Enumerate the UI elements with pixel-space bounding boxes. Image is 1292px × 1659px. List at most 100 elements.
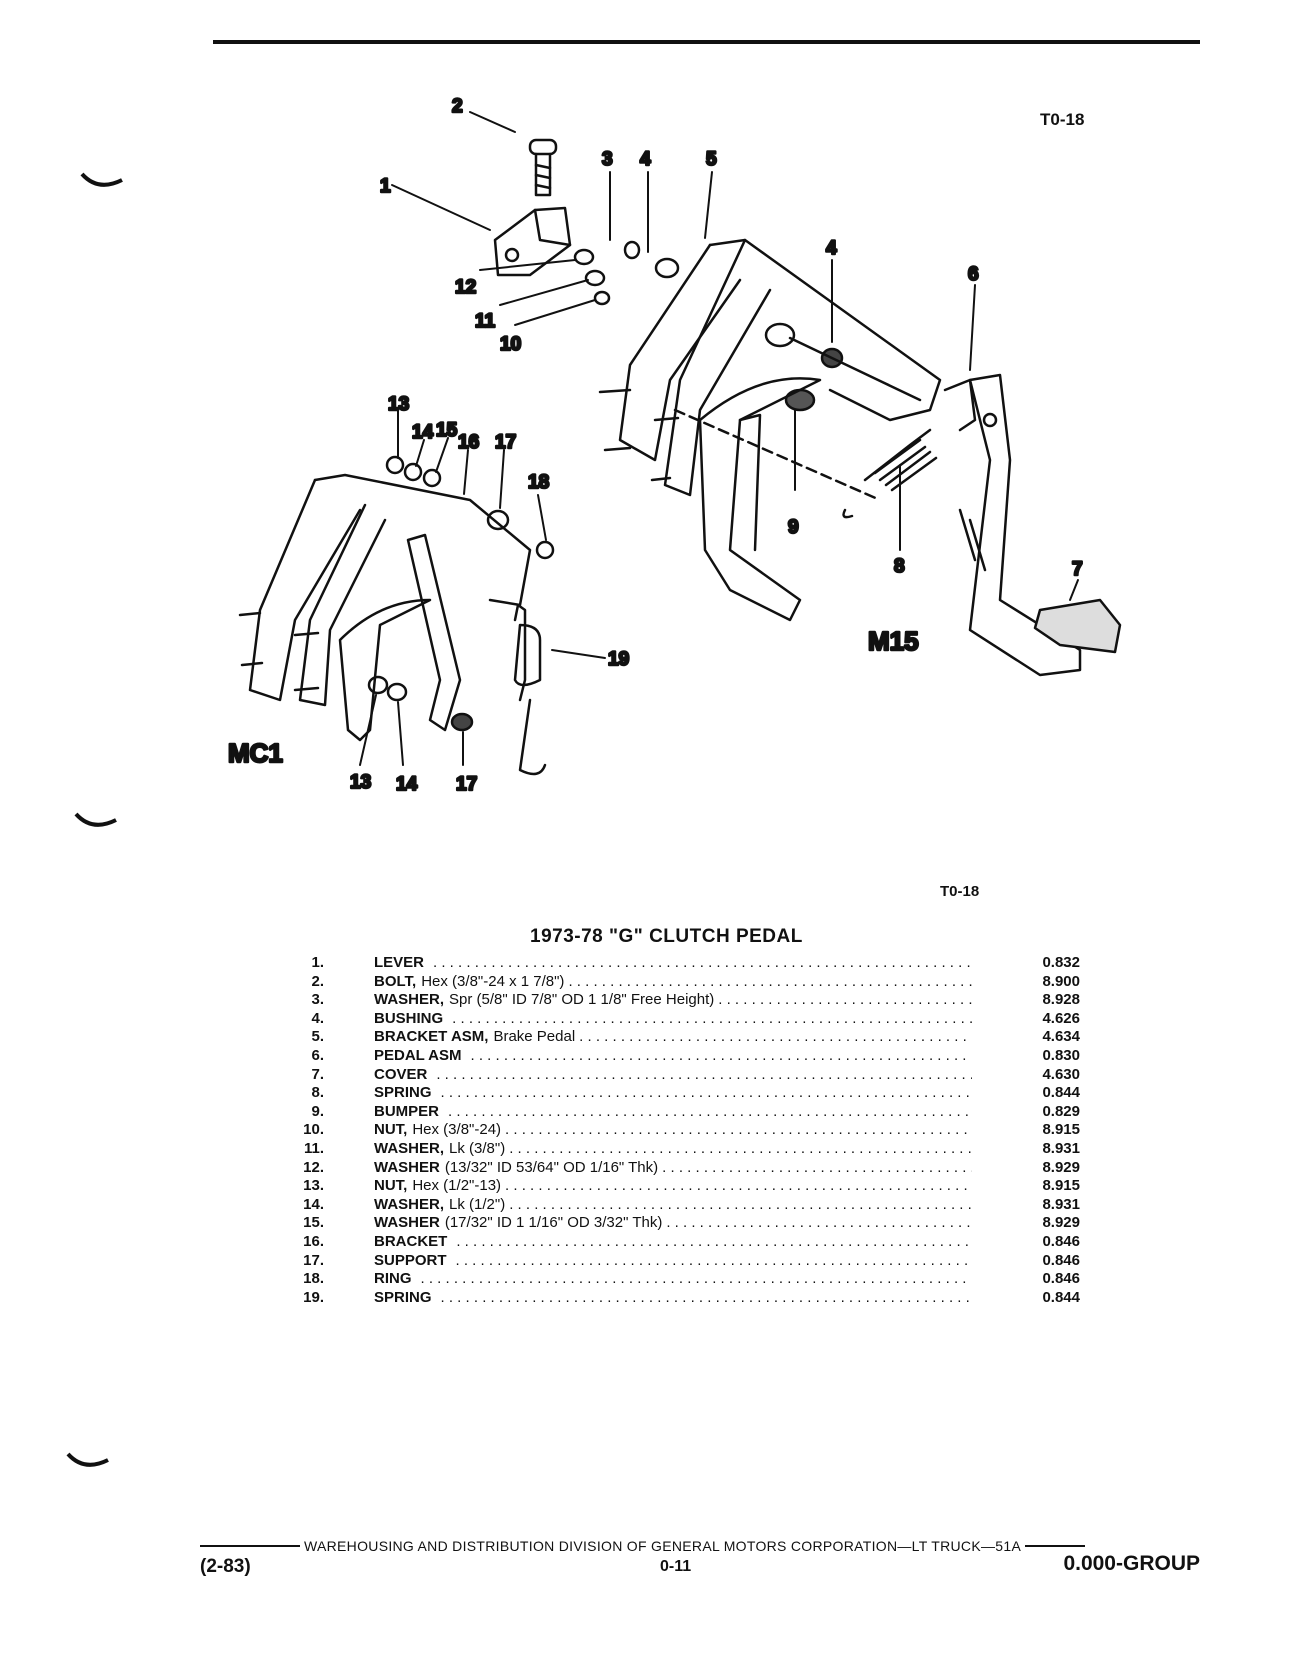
group-number: 4.626 <box>1042 1009 1080 1027</box>
callout-label: 19 <box>608 649 629 670</box>
callout-label: 8 <box>894 556 905 577</box>
pedal-assembly <box>943 373 1082 677</box>
parts-row: 19.SPRING0.844 <box>290 1289 1080 1308</box>
group-number: 8.929 <box>1042 1214 1080 1232</box>
group-number: 0.846 <box>1042 1232 1080 1250</box>
page-title: 1973-78 "G" CLUTCH PEDAL <box>530 926 803 947</box>
parts-row: 2.BOLT,Hex (3/8"-24 x 1 7/8")8.900 <box>290 973 1080 992</box>
part-number: 3. <box>311 991 324 1009</box>
callout-label: 12 <box>455 277 476 298</box>
leader-dots <box>505 1121 972 1140</box>
part-name: WASHER, <box>374 1195 445 1213</box>
bumper-part <box>784 388 816 412</box>
group-number: 4.630 <box>1042 1065 1080 1083</box>
mc1-pedal-arm <box>338 533 462 742</box>
group-number: 0.846 <box>1042 1251 1080 1269</box>
binder-hole-mark <box>80 170 124 194</box>
callout-label: 13 <box>350 772 371 793</box>
part-name: BRACKET ASM, <box>374 1028 489 1046</box>
callout-label: 11 <box>475 311 496 332</box>
pedal-cover <box>1033 598 1122 654</box>
callout-leaders <box>359 111 1079 766</box>
washer-part <box>573 248 595 266</box>
nut-part <box>367 675 389 695</box>
callout-label: 9 <box>788 517 799 538</box>
parts-row: 10.NUT,Hex (3/8"-24)8.915 <box>290 1121 1080 1140</box>
leader-dots <box>568 973 972 992</box>
parts-row: 6.PEDAL ASM0.830 <box>290 1047 1080 1066</box>
group-number: 8.931 <box>1042 1195 1080 1213</box>
callout-label: 1 <box>380 176 391 197</box>
leader-dots <box>456 1252 972 1271</box>
washer-part <box>623 240 641 260</box>
part-name: COVER <box>374 1065 428 1083</box>
support-part <box>486 509 510 531</box>
parts-row: 13. NUT,Hex (1/2"-13) 8.915 <box>290 1177 1080 1196</box>
bushing-part <box>764 322 796 348</box>
parts-row: 17.SUPPORT0.846 <box>290 1252 1080 1271</box>
part-name: WASHER <box>374 1158 440 1176</box>
group-number: 0.830 <box>1042 1046 1080 1064</box>
washer-part <box>386 682 408 702</box>
part-spec: Spr (5/8" ID 7/8" OD 1 1/8" Free Height) <box>449 991 715 1009</box>
callout-label: 16 <box>458 432 479 453</box>
part-name: BRACKET <box>374 1232 448 1250</box>
group-number: 8.915 <box>1042 1177 1080 1195</box>
parts-row: 3.WASHER,Spr (5/8" ID 7/8" OD 1 1/8" Fre… <box>290 991 1080 1010</box>
leader-dots <box>448 1103 972 1122</box>
part-name: NUT, <box>374 1177 408 1195</box>
leader-dots <box>441 1084 972 1103</box>
parts-row: 18.RING0.846 <box>290 1270 1080 1289</box>
group-number: 8.915 <box>1042 1121 1080 1139</box>
footer-dash <box>200 1545 300 1547</box>
part-number: 13. <box>303 1177 324 1195</box>
lever-part <box>493 206 572 277</box>
group-number: 0.832 <box>1042 954 1080 971</box>
footer-line: WAREHOUSING AND DISTRIBUTION DIVISION OF… <box>200 1538 1200 1554</box>
part-name: NUT, <box>374 1121 408 1139</box>
parts-row: 1. LEVER 0.832 <box>290 954 1080 973</box>
group-number: 8.928 <box>1042 991 1080 1009</box>
parts-list: 1. LEVER 0.832 2.BOLT,Hex (3/8"-24 x 1 7/8… <box>290 954 1080 1307</box>
part-number: 15. <box>303 1214 324 1232</box>
part-name: PEDAL ASM <box>374 1046 462 1064</box>
part-number: 12. <box>303 1158 324 1176</box>
part-name: BOLT, <box>374 972 417 990</box>
part-number: 19. <box>303 1288 324 1306</box>
part-spec: Lk (1/2") <box>449 1195 506 1213</box>
brake-pedal-bracket <box>598 238 942 497</box>
part-number: 1. <box>311 954 324 971</box>
callout-label: 6 <box>968 264 979 285</box>
figure-code-bottom: T0-18 <box>940 883 980 900</box>
parts-row: 7.COVER4.630 <box>290 1066 1080 1085</box>
nut-part <box>385 455 405 475</box>
group-number: 8.931 <box>1042 1139 1080 1157</box>
part-number: 17. <box>303 1251 324 1269</box>
part-spec: Hex (1/2"-13) <box>412 1177 502 1195</box>
footer-bottom: (2-83) 0-11 0.000-GROUP <box>200 1552 1200 1582</box>
leader-dots <box>441 1289 972 1308</box>
washer-part <box>422 468 442 488</box>
callout-label: 17 <box>495 432 516 453</box>
callout-label: 15 <box>436 420 458 441</box>
mc1-rod <box>518 698 547 776</box>
group-number: 4.634 <box>1042 1028 1080 1046</box>
group-number: 0.844 <box>1042 1288 1080 1306</box>
parts-row: 4.BUSHING4.626 <box>290 1010 1080 1029</box>
part-number: 10. <box>303 1121 324 1139</box>
group-number: 0.846 <box>1042 1270 1080 1288</box>
part-spec: Hex (3/8"-24 x 1 7/8") <box>421 972 565 990</box>
model-label-mc1: MC1 <box>228 738 283 768</box>
leader-dots <box>456 1233 972 1252</box>
parts-row: 16.BRACKET0.846 <box>290 1233 1080 1252</box>
callout-label: 3 <box>602 149 613 170</box>
pedal-spring <box>842 428 938 519</box>
leader-dots <box>509 1140 972 1159</box>
callout-label: 10 <box>500 334 521 355</box>
part-name: LEVER <box>374 954 425 971</box>
part-spec: (13/32" ID 53/64" OD 1/16" Thk) <box>444 1158 659 1176</box>
leader-dots <box>509 1196 972 1215</box>
part-number: 18. <box>303 1270 324 1288</box>
leader-dots <box>421 1270 973 1289</box>
part-name: WASHER, <box>374 1139 445 1157</box>
